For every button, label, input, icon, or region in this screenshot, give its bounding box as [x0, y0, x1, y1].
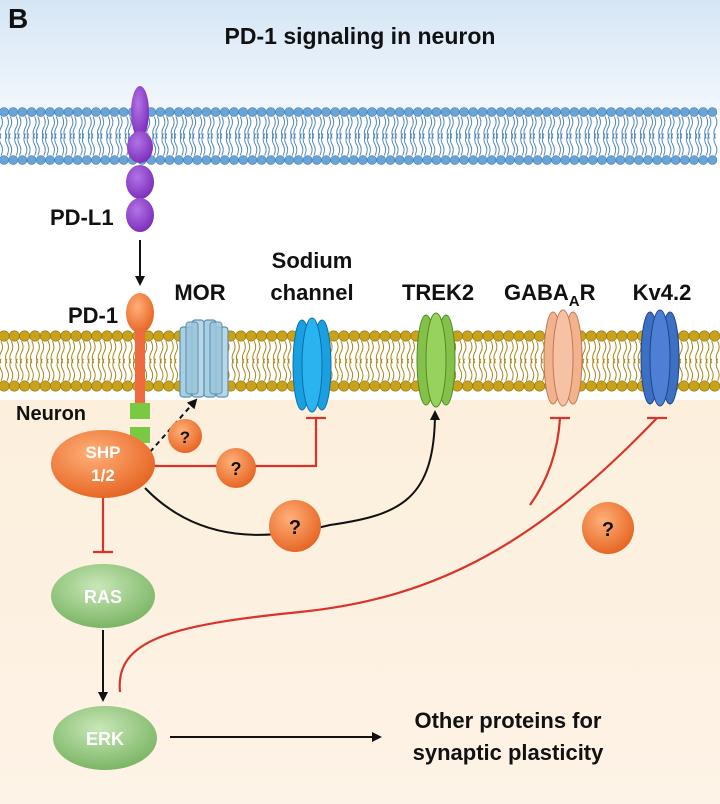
pdl1-label: PD-L1: [50, 205, 114, 230]
unknown-mediator-mor: ?: [168, 419, 202, 453]
sodium-channel: [292, 317, 332, 413]
mor-receptor: [179, 319, 229, 398]
erk-inhibits-gabaar-line: [529, 417, 562, 506]
sodium-label-line2: channel: [270, 280, 353, 305]
kv42-channel: [640, 309, 680, 407]
kv42-label: Kv4.2: [633, 280, 692, 305]
unknown-mediator-sodium: ?: [216, 448, 256, 488]
sodium-label-line1: Sodium: [272, 248, 353, 273]
shp-to-trek2-arrow: [144, 410, 440, 536]
ras-node: [51, 564, 155, 628]
neuron-membrane-bilayer: [0, 330, 720, 392]
extracellular-top-area: [0, 0, 720, 110]
erk-node: [53, 706, 157, 770]
mor-label: MOR: [174, 280, 225, 305]
panel-letter: B: [8, 3, 28, 34]
shp-label-line2: 1/2: [91, 466, 115, 485]
shp-to-mor-dashed-arrow: [149, 398, 198, 453]
unknown-mor-text: ?: [180, 428, 190, 447]
shp-label-line1: SHP: [86, 443, 121, 462]
diagram-title: PD-1 signaling in neuron: [225, 23, 496, 49]
unknown-gabaar-text: ?: [602, 519, 614, 541]
erk-inhibits-kv42-line: [118, 417, 658, 693]
inhibition-lines: [93, 416, 667, 693]
other-proteins-line2: synaptic plasticity: [413, 740, 605, 765]
pdl1-protein: [126, 86, 154, 232]
other-proteins-line1: Other proteins for: [414, 708, 601, 733]
unknown-mediator-trek2: ?: [269, 500, 321, 552]
gabaar-receptor: [543, 309, 583, 407]
unknown-mediator-gabaar: ?: [582, 502, 634, 554]
gabaar-label: GABAAR: [504, 280, 596, 310]
unknown-sodium-text: ?: [231, 459, 242, 479]
neuron-label: Neuron: [16, 403, 86, 425]
trek2-label: TREK2: [402, 280, 474, 305]
pd1-label: PD-1: [68, 303, 118, 328]
erk-label: ERK: [86, 729, 124, 749]
ras-label: RAS: [84, 587, 122, 607]
unknown-trek2-text: ?: [289, 517, 301, 539]
trek2-channel: [416, 312, 456, 408]
shp12-node: [51, 430, 155, 498]
shp-inhibits-sodium-line: [150, 418, 318, 468]
